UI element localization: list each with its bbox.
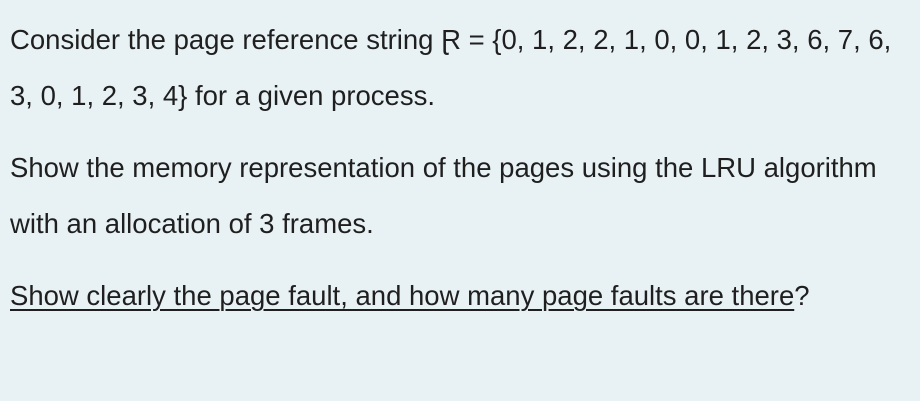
reference-string-paragraph: Consider the page reference string Ɽ = {… bbox=[10, 24, 892, 111]
lru-instruction-paragraph: Show the memory representation of the pa… bbox=[10, 152, 877, 239]
page-fault-question-underlined: Show clearly the page fault, and how man… bbox=[10, 280, 795, 311]
question-mark: ? bbox=[794, 280, 810, 311]
page-fault-question-paragraph: Show clearly the page fault, and how man… bbox=[10, 268, 910, 324]
